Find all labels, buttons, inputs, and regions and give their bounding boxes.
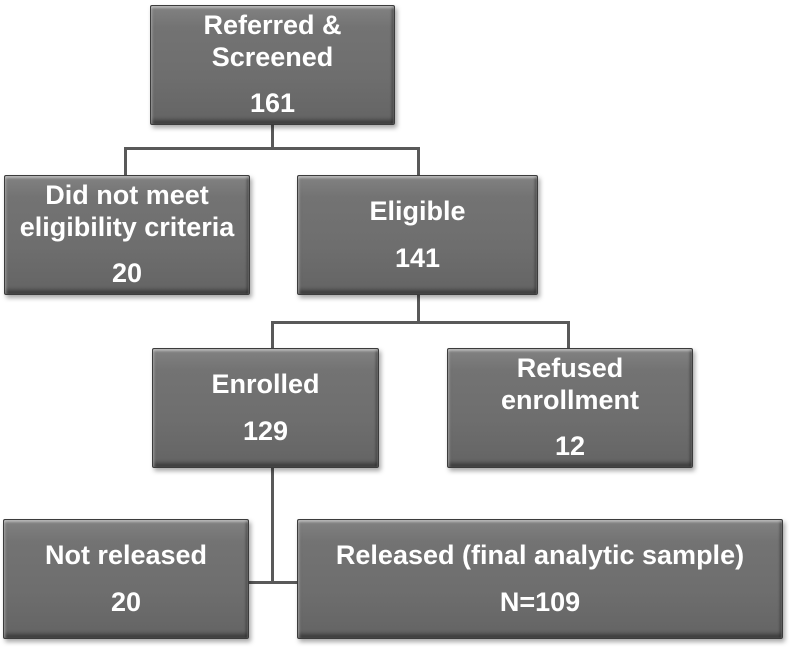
flow-box-count: 20 [111,258,143,289]
flow-box-label: Refused enrollment [500,352,640,415]
flow-box-label: Referred & Screened [203,9,342,72]
flow-box-referred-screened: Referred & Screened 161 [150,5,395,125]
flow-box-count: 141 [394,242,441,273]
flow-box-label: Enrolled [211,368,320,399]
flow-box-label: Not released [44,539,208,570]
flow-box-count: 161 [249,88,296,119]
flow-box-label: Eligible [369,195,466,226]
flow-box-count: 12 [554,431,586,462]
flow-box-not-released: Not released 20 [3,519,249,639]
connector-to-enrolled [271,321,274,350]
flow-box-released-final-sample: Released (final analytic sample) N=109 [297,519,783,639]
connector-to-not-eligible [124,147,127,177]
connector-eligible-down [417,294,420,324]
flow-box-not-eligible: Did not meet eligibility criteria 20 [4,175,250,295]
flow-box-count: 129 [242,415,289,446]
connector-enrolled-down [271,466,274,584]
flow-box-eligible: Eligible 141 [297,175,538,295]
flow-box-label: Did not meet eligibility criteria [19,179,235,242]
connector-to-refused [567,321,570,350]
flow-box-label: Released (final analytic sample) [335,539,745,570]
flow-box-enrolled: Enrolled 129 [152,348,379,468]
connector-referred-down [271,124,274,150]
flow-box-count: N=109 [499,586,581,617]
connector-release-split-horizontal [249,581,298,584]
connector-screen-split-horizontal [124,147,420,150]
flow-box-refused-enrollment: Refused enrollment 12 [447,348,693,468]
flow-box-count: 20 [110,586,142,617]
connector-to-eligible [417,147,420,177]
connector-enroll-split-horizontal [271,321,570,324]
